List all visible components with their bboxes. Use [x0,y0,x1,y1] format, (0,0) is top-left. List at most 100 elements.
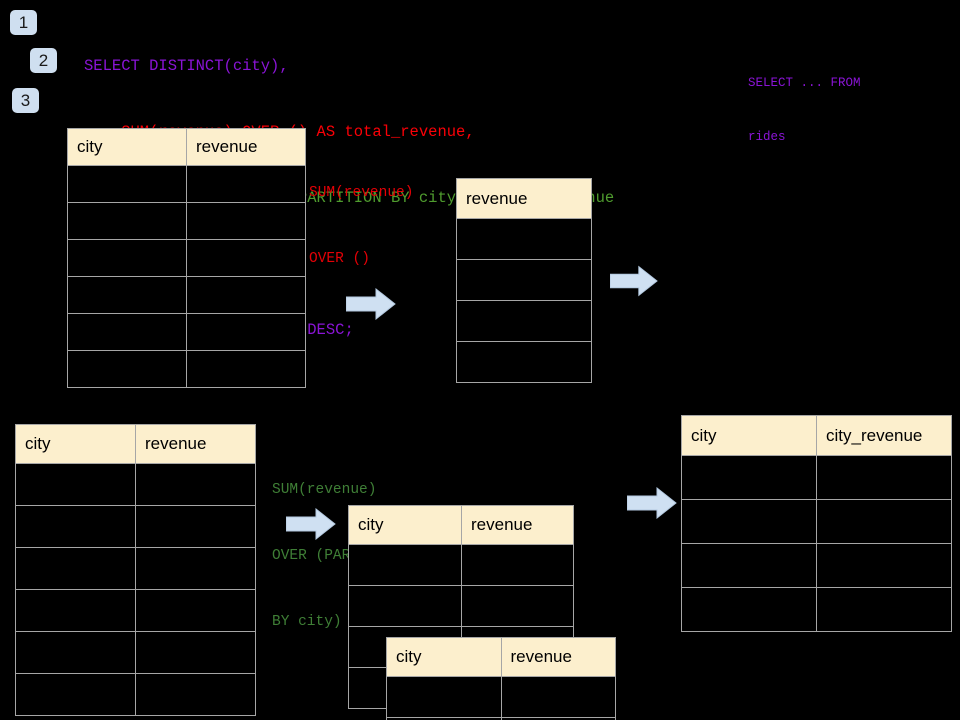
table-row [15,505,256,548]
column-header-revenue: revenue [500,637,616,677]
total-revenue-table: revenue [456,178,592,383]
table-row [15,547,256,590]
column-header-city: city [348,505,462,545]
sql-note-line-1: SELECT ... FROM [748,76,861,90]
table-cell [67,350,187,388]
table-cell [135,463,256,506]
table-cell [386,676,502,718]
column-header-city-revenue: city_revenue [816,415,952,456]
arrow-source-to-partition [285,507,336,541]
table-cell [67,165,187,203]
step-badge-3: 3 [12,88,39,113]
table-cell [135,673,256,716]
table-row [348,585,574,627]
annotation-city-revenue: SUM(revenue) OVER (PARTITION BY city) [272,435,403,677]
table-cell [186,239,306,277]
table-cell [461,585,574,627]
table-row [15,673,256,716]
table-cell [456,259,592,301]
table-row [456,259,592,301]
table-cell [456,341,592,383]
arrow-source-to-total [345,287,396,321]
column-header-revenue: revenue [456,178,592,219]
table-cell [461,544,574,586]
table-cell [456,218,592,260]
table-cell [15,547,136,590]
table-cell [67,313,187,351]
table-cell [135,631,256,674]
column-header-revenue: revenue [186,128,306,166]
arrow-partition-to-result [626,486,677,520]
sql-note-select-from: SELECT ... FROM rides [748,38,861,182]
table-cell [186,313,306,351]
sql-line-select: SELECT DISTINCT(city), [84,57,289,75]
table-cell [186,165,306,203]
table-cell [135,589,256,632]
annotation-line-3: BY city) [272,614,342,630]
table-row [15,631,256,674]
column-header-city: city [67,128,187,166]
table-cell [456,300,592,342]
table-cell [500,676,616,718]
table-header-row: city revenue [348,505,574,545]
table-row [15,589,256,632]
column-header-city: city [15,424,136,464]
table-row [67,202,306,240]
partition-group-b-table: city revenue [386,637,616,720]
table-cell [816,543,952,588]
table-cell [186,202,306,240]
table-row [681,455,952,500]
table-row [456,218,592,260]
table-cell [15,673,136,716]
arrow-total-to-result [609,265,658,297]
table-cell [816,587,952,632]
table-header-row: city revenue [15,424,256,464]
table-cell [67,202,187,240]
table-row [67,239,306,277]
step-badge-2: 2 [30,48,57,73]
table-row [386,676,616,718]
column-header-city: city [681,415,817,456]
table-cell [348,585,462,627]
table-cell [135,505,256,548]
table-cell [500,717,616,720]
table-row [67,276,306,314]
table-cell [186,276,306,314]
table-header-row: city city_revenue [681,415,952,456]
table-cell [816,455,952,500]
table-cell [348,544,462,586]
table-cell [67,239,187,277]
table-row [67,165,306,203]
table-cell [15,463,136,506]
table-row [67,350,306,388]
rides-source-bottom-table: city revenue [15,424,256,716]
annotation-line-1: SUM(revenue) [272,482,377,498]
table-header-row: city revenue [67,128,306,166]
table-cell [681,543,817,588]
column-header-city: city [386,637,502,677]
table-header-row: city revenue [386,637,616,677]
table-row [15,463,256,506]
rides-source-top-table: city revenue [67,128,306,388]
table-cell [816,499,952,544]
annotation-line-2: OVER () [309,251,370,267]
annotation-line-1: SUM(revenue) [309,185,414,201]
table-cell [681,499,817,544]
step-badge-1: 1 [10,10,37,35]
table-row [681,543,952,588]
table-row [386,717,616,720]
table-row [681,499,952,544]
annotation-total-revenue: SUM(revenue) OVER () [309,138,413,314]
table-row [456,341,592,383]
sql-note-line-2: rides [748,130,786,144]
final-result-table: city city_revenue [681,415,952,632]
column-header-revenue: revenue [461,505,574,545]
table-cell [15,631,136,674]
table-cell [681,455,817,500]
table-cell [67,276,187,314]
table-header-row: revenue [456,178,592,219]
table-cell [15,505,136,548]
table-cell [15,589,136,632]
table-row [681,587,952,632]
